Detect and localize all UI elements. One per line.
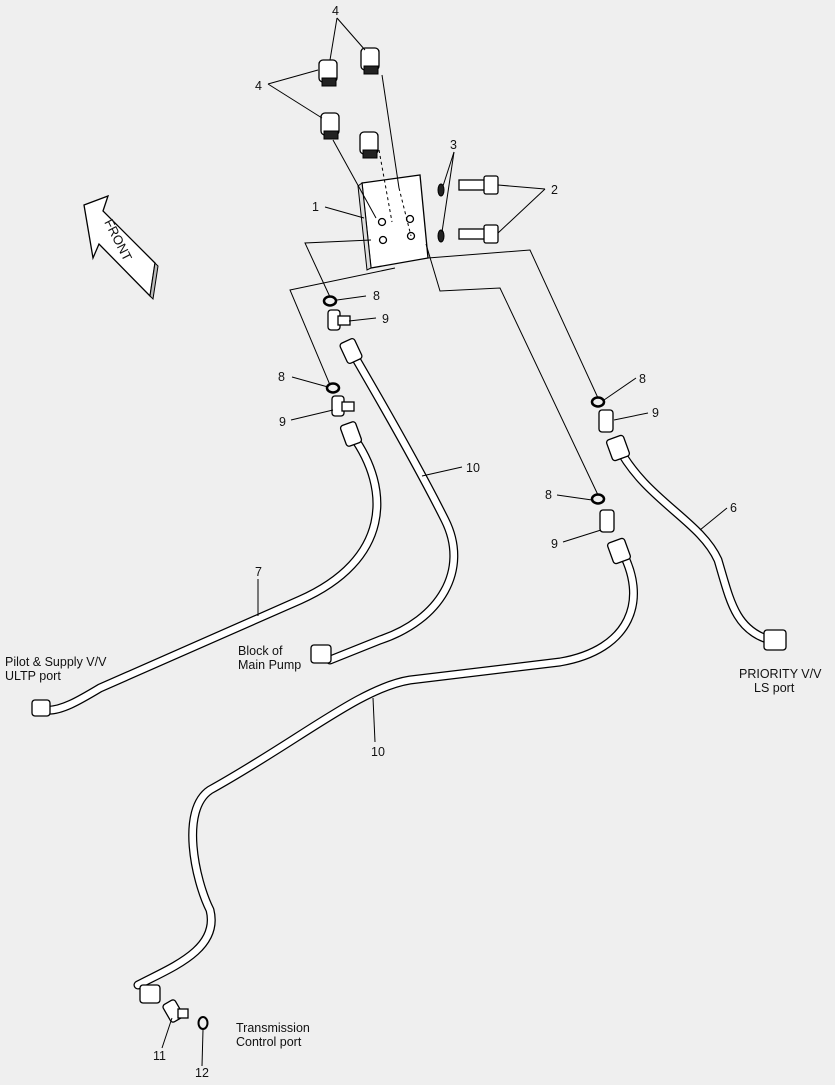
callout-8-b: 8 xyxy=(278,370,285,384)
bolt-2-lower xyxy=(458,224,499,244)
transmission-label-line2: Control port xyxy=(236,1035,302,1049)
callout-10-upper: 10 xyxy=(466,461,480,475)
washer-3-lower xyxy=(437,229,445,243)
adapter-9-c xyxy=(598,409,614,433)
callout-9-d: 9 xyxy=(551,537,558,551)
main-pump-label-line1: Block of xyxy=(238,644,283,658)
callout-8-c: 8 xyxy=(639,372,646,386)
manifold-block xyxy=(357,149,429,271)
callout-9-b: 9 xyxy=(279,415,286,429)
priority-label-line2: LS port xyxy=(754,681,795,695)
front-direction-arrow: FRONT xyxy=(83,194,159,301)
fitting-4-a xyxy=(360,47,380,75)
o-ring-8-a xyxy=(322,295,338,307)
callout-4-left: 4 xyxy=(255,79,262,93)
priority-label-line1: PRIORITY V/V xyxy=(739,667,822,681)
fitting-4-c xyxy=(320,112,340,140)
callout-2: 2 xyxy=(551,183,558,197)
connector-11 xyxy=(162,999,189,1023)
main-pump-label-line2: Main Pump xyxy=(238,658,301,672)
callout-9-a: 9 xyxy=(382,312,389,326)
hose-10-upper xyxy=(310,337,459,665)
o-ring-8-b xyxy=(325,382,341,394)
callout-6: 6 xyxy=(730,501,737,515)
callout-11: 11 xyxy=(153,1049,166,1063)
callout-1: 1 xyxy=(312,200,319,214)
adapter-9-b xyxy=(331,395,355,417)
adapter-9-d xyxy=(599,509,615,533)
callout-7: 7 xyxy=(255,565,262,579)
callout-8-d: 8 xyxy=(545,488,552,502)
hose-6 xyxy=(605,434,787,651)
callout-3: 3 xyxy=(450,138,457,152)
callout-12: 12 xyxy=(195,1066,209,1080)
fitting-4-d xyxy=(359,131,379,159)
adapter-9-a xyxy=(327,309,351,331)
pilot-supply-label-line1: Pilot & Supply V/V xyxy=(5,655,107,669)
hose-7 xyxy=(31,421,382,717)
o-ring-8-c xyxy=(590,396,606,408)
o-ring-8-d xyxy=(590,493,606,505)
callout-4-top: 4 xyxy=(332,4,339,18)
pilot-supply-label-line2: ULTP port xyxy=(5,669,61,683)
washer-3-upper xyxy=(437,183,445,197)
fitting-4-b xyxy=(318,59,338,87)
bolt-2-upper xyxy=(458,175,499,195)
callout-10-lower: 10 xyxy=(371,745,385,759)
transmission-label-line1: Transmission xyxy=(236,1021,310,1035)
callout-8-a: 8 xyxy=(373,289,380,303)
o-ring-12 xyxy=(197,1016,209,1030)
hose-10-lower xyxy=(133,537,638,1004)
callout-9-c: 9 xyxy=(652,406,659,420)
